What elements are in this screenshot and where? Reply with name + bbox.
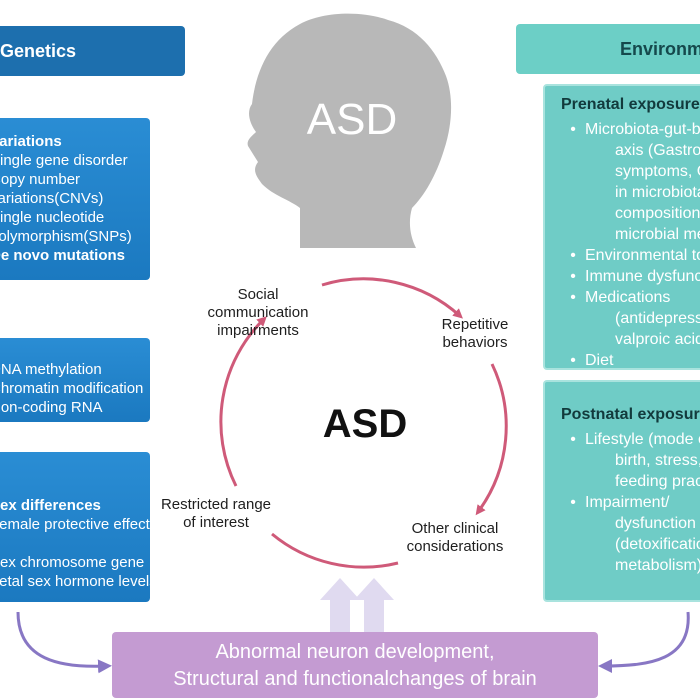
exposure-item-text: (antidepressants, — [615, 310, 700, 327]
exposure-list-item: axis (Gastrointestinal — [561, 140, 700, 161]
exposure-list-item: microbial metabolites) — [561, 224, 700, 245]
exposure-item-text: in microbiota — [615, 184, 700, 201]
exposure-list-item: in microbiota — [561, 182, 700, 203]
bullet-icon: • — [570, 494, 576, 511]
brain-changes-line-1: Abnormal neuron development, — [215, 641, 495, 663]
exposure-item-text: Medications — [585, 289, 671, 306]
exposure-item-text: symptoms, Changes — [615, 163, 700, 180]
exposure-list-item: (detoxification, — [561, 534, 700, 555]
exposure-title: Postnatal exposure — [561, 406, 700, 423]
exposure-item-text: birth, stress, — [615, 452, 700, 469]
prenatal-exposure-box: Prenatal exposure • Microbiota-gut-brain ax… — [543, 84, 700, 370]
cycle-label-restricted: Restricted range of interest — [160, 496, 272, 531]
exposure-list-item: • Lifestyle (mode of — [561, 429, 700, 450]
left-box-line: Variations — [0, 133, 62, 150]
up-arrow-left — [320, 578, 360, 632]
exposure-list-item: feeding practices) — [561, 471, 700, 492]
bullet-icon: • — [570, 352, 576, 369]
exposure-item-text: feeding practices) — [615, 473, 700, 490]
cycle-arrow-left — [219, 316, 267, 487]
bullet-icon: • — [570, 268, 576, 285]
bullet-icon: • — [570, 121, 576, 138]
left-box-line: DNA methylation — [0, 361, 102, 378]
exposure-item-text: Microbiota-gut-brain — [585, 121, 700, 138]
exposure-list-item: • Diet — [561, 350, 700, 369]
right-side-arrow — [598, 611, 690, 673]
child-head-silhouette — [247, 13, 452, 249]
left-box-line: Sex chromosome gene — [0, 554, 145, 571]
left-box-line: polymorphism(SNPs) — [0, 228, 132, 245]
exposure-item-text: microbial metabolites) — [615, 226, 700, 243]
genetic-variations-box: VariationsSingle gene disorderCopy numbe… — [0, 118, 150, 280]
exposure-item-text: Lifestyle (mode of — [585, 431, 700, 448]
cycle-label-other: Other clinical considerations — [406, 520, 504, 555]
exposure-title: Prenatal exposure — [561, 96, 700, 113]
genetics-header: Genetics — [0, 26, 185, 76]
left-box-line — [0, 534, 150, 553]
center-asd-label: ASD — [322, 402, 408, 446]
exposure-item-text: valproic acid) — [615, 331, 700, 348]
exposure-item-text: dysfunction — [615, 515, 696, 532]
exposure-list-item: dysfunction — [561, 513, 700, 534]
environment-header: Environment — [516, 24, 700, 74]
exposure-item-text: Immune dysfunction — [585, 268, 700, 285]
exposure-item-text: Environmental toxins — [585, 247, 700, 264]
up-arrow-right — [354, 578, 394, 632]
exposure-item-text: Impairment/ — [585, 494, 670, 511]
left-box-line: Fetal sex hormone levels — [0, 573, 150, 590]
exposure-item-text: axis (Gastrointestinal — [615, 142, 700, 159]
left-box-line: Sex differences — [0, 497, 101, 514]
left-box-line: Chromatin modification — [0, 380, 144, 397]
exposure-list-item: • Impairment/ — [561, 492, 700, 513]
left-box-line: Female protective effect — [0, 516, 150, 533]
cycle-arrow-right — [475, 363, 508, 516]
exposure-list-item: symptoms, Changes — [561, 161, 700, 182]
exposure-list-item: birth, stress, — [561, 450, 700, 471]
left-side-arrow — [16, 611, 112, 674]
left-box-line: Non-coding RNA — [0, 399, 103, 416]
cycle-label-social: Social communication impairments — [207, 286, 309, 339]
left-box-line: Single nucleotide — [0, 209, 105, 226]
exposure-item-text: composition and — [615, 205, 700, 222]
bullet-icon: • — [570, 289, 576, 306]
exposure-list-item: composition and — [561, 203, 700, 224]
left-box-line: variations(CNVs) — [0, 190, 104, 207]
exposure-item-text: Diet — [585, 352, 614, 369]
cycle-arrow-top — [321, 277, 463, 319]
exposure-list-item: (antidepressants, — [561, 308, 700, 329]
left-box-line: Single gene disorder — [0, 152, 128, 169]
exposure-list-item: • Medications — [561, 287, 700, 308]
brain-changes-box: Abnormal neuron development, Structural … — [112, 632, 598, 698]
exposure-list-item: • Environmental toxins — [561, 245, 700, 266]
postnatal-exposure-box: Postnatal exposure • Lifestyle (mode of bir… — [543, 380, 700, 602]
left-box-line: De novo mutations — [0, 247, 126, 264]
head-label: ASD — [306, 95, 398, 144]
bullet-icon: • — [570, 431, 576, 448]
cycle-arrow-bottom — [271, 532, 399, 569]
exposure-list-item: • Immune dysfunction — [561, 266, 700, 287]
exposure-list-item: • Microbiota-gut-brain — [561, 119, 700, 140]
exposure-list-item: metabolism) — [561, 555, 700, 576]
exposure-list-item: valproic acid) — [561, 329, 700, 350]
exposure-item-text: metabolism) — [615, 557, 700, 574]
left-box-line: Copy number — [0, 171, 81, 188]
cycle-label-repetitive: Repetitive behaviors — [441, 316, 509, 351]
exposure-item-text: (detoxification, — [615, 536, 700, 553]
brain-changes-line-2: Structural and functionalchanges of brai… — [173, 668, 537, 690]
bullet-icon: • — [570, 247, 576, 264]
